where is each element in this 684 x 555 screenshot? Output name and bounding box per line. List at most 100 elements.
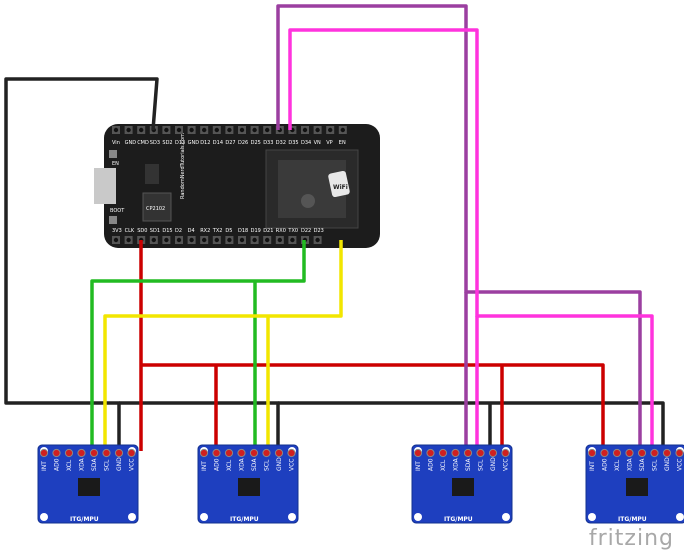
board-pin-label: D25 [251,140,261,146]
board-pin-label: D2 [175,228,182,234]
board-pin-hole [252,127,257,133]
mpu-pin-label: INT [415,461,422,471]
board-pin-hole [227,127,232,133]
mpu-pin [587,448,597,458]
mpu-pin-label: SDA [465,458,472,471]
board-pin-hole [265,237,270,243]
board-pin-hole [302,127,308,133]
mount-hole [676,513,684,521]
mount-hole [588,513,596,521]
gnd-wire [4,77,159,451]
board-pin-hole [315,127,320,133]
mpu-pin-label: XCL [614,459,621,471]
mpu-chip [238,478,260,496]
mpu-pin [650,448,659,458]
board-pin-hole [290,237,295,243]
mpu-pin [488,448,498,458]
board-pin-label: CMD [137,140,149,146]
board-pin-hole [214,237,219,243]
mpu-pin [262,448,271,458]
mpu-pin [463,448,473,458]
board-pin-hole [214,127,219,133]
board-pin-label: TX0 [287,228,298,234]
board-pin-label: D27 [225,140,235,146]
boot-button[interactable] [109,216,117,224]
board-pin-label: D5 [225,228,232,234]
mpu-pin [39,448,49,458]
mpu-pin [287,448,296,458]
website-label: RandomNerdTutorials.com [180,133,186,199]
mpu-pin-label: INT [201,461,208,471]
board-pin-label: VN [314,140,321,146]
mpu-pin [212,448,221,458]
mpu-pin-label: XDA [79,457,86,471]
gnd-wire-3 [278,401,665,451]
board-pin-hole [139,127,144,133]
board-pin-label: GND [125,140,137,146]
board-pin-hole [239,127,245,133]
board-pin-label: CLK [125,228,135,234]
board-pin-label: TX2 [212,228,223,234]
mpu-pin-label: VCC [289,459,296,471]
board-pin-label: SD3 [150,140,160,146]
board-pin-label: D14 [213,140,223,146]
mpu-pin [612,448,622,458]
mpu-pin [52,448,61,458]
board-pin-hole [126,237,131,243]
board-pin-hole [202,237,207,243]
board-pin-label: D33 [263,140,273,146]
mpu-chip [452,478,474,496]
chip-label: CP2102 [146,206,165,212]
board-pin-label: SD2 [162,140,172,146]
mpu-pin-label: INT [41,461,48,471]
boot-label: BOOT [110,208,125,214]
board-pin-hole [126,127,131,133]
board-pin-label: D13 [175,140,185,146]
en-button[interactable] [109,150,117,158]
mpu-pin [662,448,672,458]
mount-hole [288,513,296,521]
board-pin-hole [176,127,182,133]
mpu-pin [224,448,234,458]
board-pin-hole [328,127,333,133]
mpu-pin-label: GND [664,457,671,471]
mpu-chip [626,478,648,496]
board-pin-label: D26 [238,140,248,146]
board-pin-label: D15 [162,228,172,234]
mpu-pin-label: SCL [264,459,271,471]
mpu-pin [64,448,74,458]
vcc-wire-2 [141,363,605,451]
board-pin-label: D32 [276,140,286,146]
mpu-pin-label: XCL [226,459,233,471]
board-pin-label: D22 [301,228,311,234]
board-pin-hole [340,127,345,133]
mpu-pin [77,448,86,458]
board-pin-label: D35 [288,140,298,146]
wifi-label: WiFi [333,184,348,191]
mpu-pin [426,448,435,458]
board-pin-hole [227,237,232,243]
board-pin-label: D23 [314,228,324,234]
mpu-label: ITG/MPU [444,516,473,523]
mpu-pin [438,448,448,458]
board-pin-label: GND [188,140,200,146]
board-pin-label: VP [326,140,332,146]
mpu-pin [625,448,634,458]
mpu-chip [78,478,100,496]
scl2-wire [288,28,654,451]
mpu-pin-label: AD0 [428,458,435,471]
board-pin-label: RX2 [200,228,210,234]
mpu-pin-label: GND [276,457,283,471]
board-pin-hole [151,237,156,243]
esp32-board: EN BOOT CP2102 RandomNerdTutorials.com W… [94,124,380,248]
sda2-wire [276,4,642,451]
board-pin-label: 3V3 [112,228,122,234]
mpu-label: ITG/MPU [70,516,99,523]
mpu-pin-label: SDA [91,458,98,471]
mpu-pin [102,448,111,458]
